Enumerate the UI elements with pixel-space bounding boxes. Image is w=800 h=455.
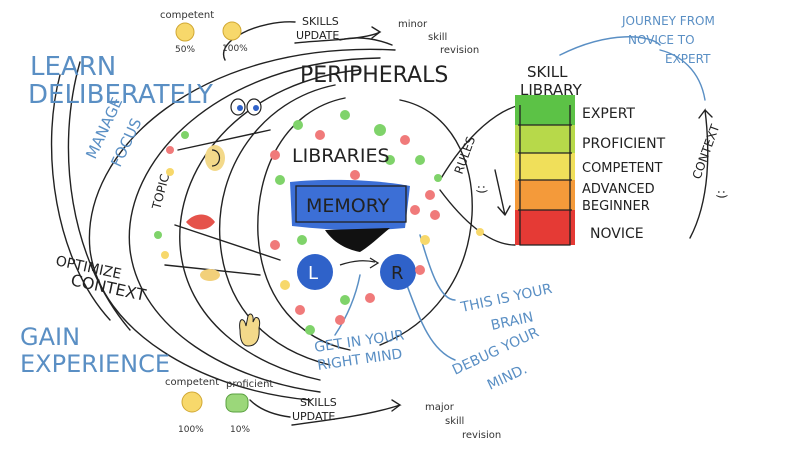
top-skills-label: SKILLS — [302, 15, 339, 28]
left-brain-circle — [297, 254, 333, 290]
level-competent-label: COMPETENT — [582, 161, 662, 176]
arc-left-2 — [67, 61, 131, 331]
arc-left-1 — [50, 74, 111, 321]
top-skill-label: skill — [428, 32, 447, 43]
skill-library-label-2: LIBRARY — [520, 81, 583, 99]
bottom-revision-label: revision — [462, 430, 501, 441]
connector-lower — [439, 189, 516, 246]
arc-outer — [88, 48, 396, 401]
arc-3 — [179, 69, 361, 381]
memory-label: MEMORY — [306, 195, 390, 217]
bottom-proficient-label: proficient — [226, 379, 273, 390]
learn-label: LEARN — [30, 52, 116, 82]
left-brain-label: L — [308, 263, 318, 284]
lips-icon — [186, 214, 215, 230]
level-expert-label: EXPERT — [582, 106, 635, 122]
level-advanced-fill — [515, 180, 575, 210]
right-mind-pointer — [334, 274, 361, 336]
level-competent-fill — [515, 153, 575, 180]
memory-dots — [154, 110, 484, 335]
memory-fill — [290, 179, 410, 231]
level-novice-label: NOVICE — [590, 226, 644, 242]
experience-label: EXPERIENCE — [20, 350, 170, 378]
brain-link — [339, 260, 376, 266]
bottom-link — [249, 399, 291, 418]
bottom-major-label: major — [425, 402, 455, 413]
level-proficient-label: PROFICIENT — [582, 136, 666, 152]
context-smiley: :) — [715, 190, 729, 199]
memory-frame — [295, 185, 407, 223]
journey-label-2: NOVICE TO — [628, 33, 695, 47]
top-competent-label: competent — [160, 10, 214, 21]
context-label-right: CONTEXT — [690, 122, 723, 181]
brain-pointer — [419, 234, 456, 301]
connector-upper — [439, 104, 521, 181]
debug-pointer — [404, 279, 456, 361]
bottom-update-label: UPDATE — [292, 410, 335, 423]
journey-curl — [559, 36, 661, 56]
libraries-label: LIBRARIES — [292, 145, 390, 167]
bar-sides — [519, 105, 571, 246]
skill-library-bar — [515, 95, 575, 246]
rules-smiley: :) — [475, 185, 489, 194]
memory-block — [290, 179, 410, 231]
bottom-skill-label: skill — [445, 416, 464, 427]
bottom-pct-100-label: 100% — [178, 425, 204, 435]
topic-label: TOPIC — [149, 172, 172, 211]
top-revision-label: revision — [440, 45, 479, 56]
hand-icon — [239, 313, 261, 347]
this-is-brain-label: THIS IS YOUR — [459, 281, 554, 316]
focus-arrow-2 — [174, 224, 281, 261]
arc-lines — [50, 21, 713, 426]
level-advanced-label: ADVANCED — [582, 182, 655, 197]
level-proficient-fill — [515, 125, 575, 153]
peripherals-label: PERIPHERALS — [300, 63, 448, 88]
bottom-competent-label: competent — [165, 377, 219, 388]
ear-icon — [205, 145, 225, 171]
bottom-update-arrow — [291, 399, 402, 426]
top-dot-50 — [175, 22, 195, 42]
top-dot-100 — [222, 21, 242, 41]
arc-2 — [128, 57, 381, 393]
skill-library-label-1: SKILL — [527, 63, 568, 81]
level-beginner-label: BEGINNER — [582, 199, 650, 214]
journey-hook — [659, 49, 706, 101]
focus-arrow-1 — [177, 129, 271, 151]
top-update-arrow — [294, 26, 382, 44]
deliberately-label: DELIBERATELY — [28, 80, 213, 110]
bottom-skills-label: SKILLS — [300, 396, 337, 409]
right-brain-label: R — [391, 263, 404, 284]
bottom-dot-competent — [181, 391, 203, 413]
arc-top — [222, 21, 296, 61]
journey-label-3: EXPERT — [665, 52, 711, 66]
eyes-icon — [230, 98, 262, 116]
journey-arrow — [689, 108, 713, 239]
skill-bar-outline — [518, 105, 572, 246]
top-minor-label: minor — [398, 19, 428, 30]
memory-funnel — [325, 228, 390, 252]
gain-label: GAIN — [20, 323, 80, 351]
level-novice-fill — [515, 210, 575, 245]
blue-lines — [334, 36, 661, 361]
top-pct-100-label: 100% — [222, 44, 248, 54]
top-update-label: UPDATE — [296, 29, 339, 42]
bottom-dot-proficient — [225, 393, 249, 413]
journey-label-1: JOURNEY FROM — [621, 14, 715, 28]
level-expert-fill — [515, 95, 575, 125]
brain-link-arrow — [369, 257, 380, 269]
nose-icon — [200, 269, 220, 281]
top-pct-50-label: 50% — [175, 45, 195, 55]
right-brain-circle — [380, 254, 416, 290]
bottom-pct-10-label: 10% — [230, 425, 250, 435]
rules-arrow — [494, 169, 511, 216]
mind-label: MIND. — [485, 361, 530, 393]
bar-dividers — [518, 124, 572, 211]
